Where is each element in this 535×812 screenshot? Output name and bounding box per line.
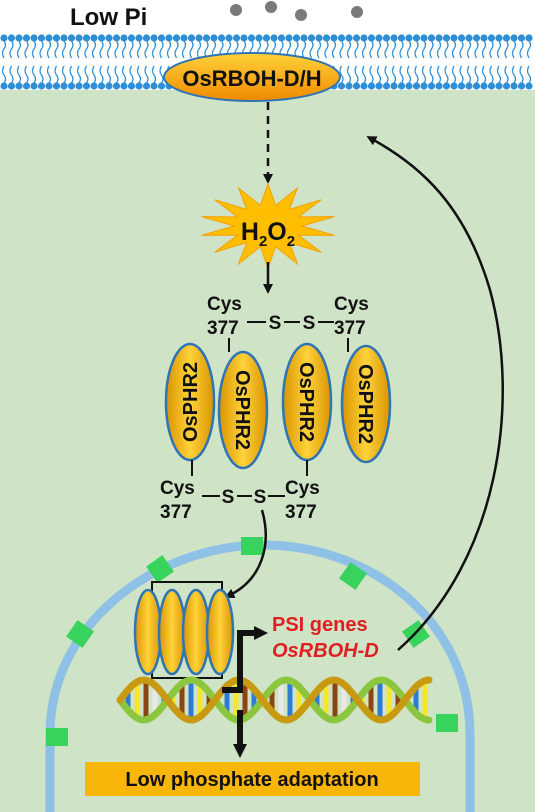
tetramer-monomer <box>181 588 211 676</box>
low-pi-label: Low Pi <box>70 4 147 31</box>
feedback-arrow <box>366 136 504 651</box>
arrow-into-nucleus <box>224 509 267 598</box>
h2o2-label: H2O2 <box>241 218 295 250</box>
psi-genes-label: PSI genes <box>272 614 368 636</box>
rboh-protein <box>163 52 341 102</box>
res-label-top-right: 377 <box>334 318 366 339</box>
transcription-arrow <box>222 626 268 693</box>
nuclear-pore <box>241 537 263 555</box>
phosphate-dot <box>230 4 242 16</box>
nuclear-pore <box>436 714 458 732</box>
adaptation-bar <box>85 762 420 796</box>
cys-label-bottom-right: Cys <box>285 478 320 499</box>
osphr2-label: OsPHR2 <box>231 370 253 450</box>
tetramer-monomer <box>133 588 163 676</box>
osphr2-monomer <box>340 344 392 464</box>
bottom-disulfide: Cys 377 Cys 377 S S <box>160 460 320 523</box>
res-label-bottom-right: 377 <box>285 502 317 523</box>
phosphate-dot <box>351 6 363 18</box>
res-label-bottom-left: 377 <box>160 502 192 523</box>
phosphate-dot <box>295 9 307 21</box>
osphr2-label: OsPHR2 <box>295 362 317 442</box>
cys-label-top-left: Cys <box>207 294 242 315</box>
cys-label-top-right: Cys <box>334 294 369 315</box>
top-disulfide: Cys 377 Cys 377 S S <box>207 294 369 352</box>
osphr2-monomer <box>217 350 269 470</box>
res-label-top-left: 377 <box>207 318 239 339</box>
nuclear-pore <box>339 562 367 590</box>
s-label: S <box>254 487 267 508</box>
osphr2-monomer <box>164 342 216 462</box>
nuclear-pore <box>46 728 68 746</box>
nuclear-pore <box>146 555 174 583</box>
nuclear-pore <box>66 620 94 648</box>
osphr2-label: OsPHR2 <box>354 364 376 444</box>
dna-helix-icon <box>116 676 433 724</box>
osrboh-d-label: OsRBOH-D <box>272 640 379 662</box>
osphr2-label: OsPHR2 <box>180 362 202 442</box>
cys-label-bottom-left: Cys <box>160 478 195 499</box>
tetramer-monomer <box>205 588 235 676</box>
osphr2-tetramer <box>133 581 235 679</box>
s-label: S <box>222 487 235 508</box>
tetramer-monomer <box>157 588 187 676</box>
phosphate-dots <box>230 1 363 21</box>
s-label: S <box>303 313 316 334</box>
adaptation-label: Low phosphate adaptation <box>125 769 378 791</box>
phosphate-dot <box>265 1 277 13</box>
rboh-label: OsRBOH-D/H <box>182 66 321 91</box>
osphr2-ovals: OsPHR2 OsPHR2 OsPHR2 OsPHR2 <box>164 342 392 470</box>
s-label: S <box>269 313 282 334</box>
